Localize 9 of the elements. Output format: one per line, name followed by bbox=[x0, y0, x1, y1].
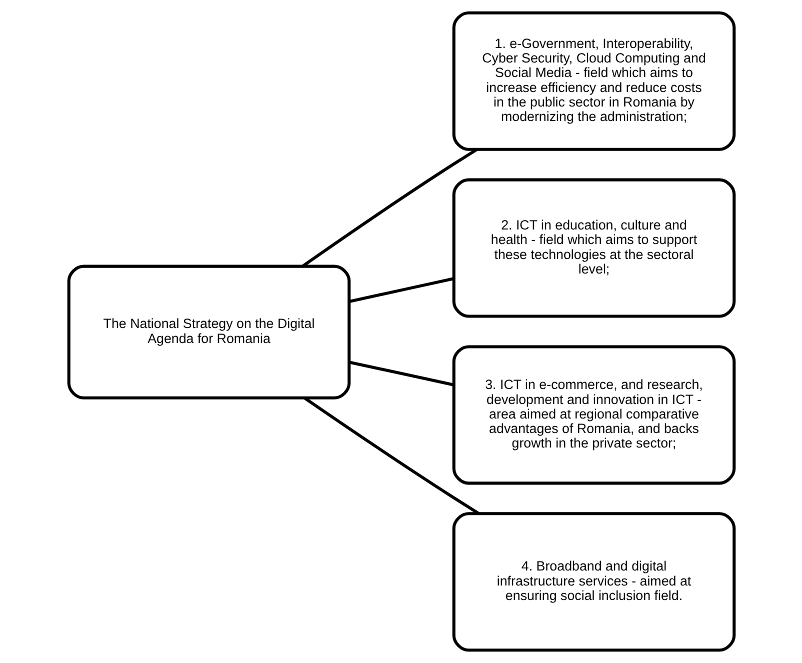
node-box: The National Strategy on the Digital Agenda for Romania bbox=[66, 264, 350, 400]
connector bbox=[304, 396, 480, 515]
connector bbox=[348, 277, 454, 303]
node-box: 2. ICT in education, culture and health - field which aims to support these technologies at the sectoral level; bbox=[452, 178, 736, 318]
connector bbox=[348, 360, 454, 386]
node-box: 1. e-Government, Interoperability, Cyber Security, Cloud Computing and Social Media - field which aims to increase efficiency and reduce costs in the public sector in Romania by modernizing the administration; bbox=[452, 11, 736, 151]
node-box: 3. ICT in e-commerce, and research, development and innovation in ICT - area aimed at regional comparative advantages of Romania, and backs growth in the private sector; bbox=[452, 345, 736, 485]
node-box: 4. Broadband and digital infrastructure services - aimed at ensuring social inclusion field. bbox=[452, 512, 736, 652]
connector bbox=[302, 148, 478, 268]
